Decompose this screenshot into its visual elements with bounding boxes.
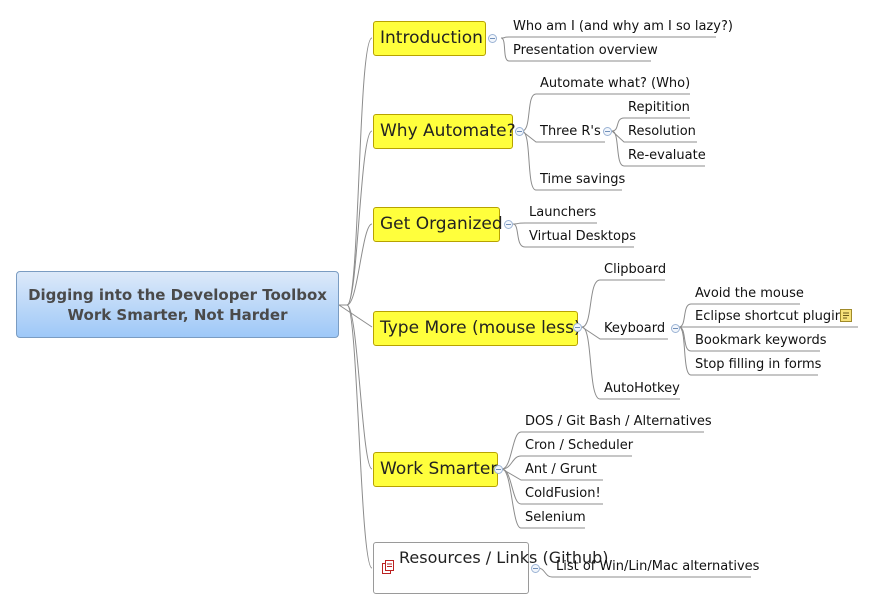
- subtopic-resolution[interactable]: Resolution: [628, 124, 696, 139]
- subtopic-alternatives-list[interactable]: List of Win/Lin/Mac alternatives: [556, 559, 760, 574]
- central-topic-title: Digging into the Developer Toolbox: [28, 285, 327, 304]
- subtopic-avoid-the-mouse[interactable]: Avoid the mouse: [695, 286, 804, 301]
- subtopic-automate-what[interactable]: Automate what? (Who): [540, 76, 691, 91]
- subtopic-repitition[interactable]: Repitition: [628, 100, 690, 115]
- subtopic-virtual-desktops[interactable]: Virtual Desktops: [529, 229, 636, 244]
- collapse-toggle-icon[interactable]: [671, 324, 680, 333]
- subtopic-launchers[interactable]: Launchers: [529, 205, 597, 220]
- subtopic-who-am-i[interactable]: Who am I (and why am I so lazy?): [513, 19, 733, 34]
- subtopic-re-evaluate[interactable]: Re-evaluate: [628, 148, 706, 163]
- topic-get-organized[interactable]: Get Organized: [373, 207, 503, 242]
- collapse-toggle-icon[interactable]: [488, 34, 497, 43]
- subtopic-autohotkey[interactable]: AutoHotkey: [604, 381, 680, 396]
- topic-why-automate[interactable]: Why Automate?: [373, 114, 516, 149]
- topic-resources-label: Resources / Links (Github): [399, 548, 609, 567]
- subtopic-eclipse-shortcut-plugin[interactable]: Eclipse shortcut plugin: [695, 309, 843, 324]
- topic-type-more[interactable]: Type More (mouse less): [373, 311, 581, 346]
- collapse-toggle-icon[interactable]: [504, 220, 513, 229]
- note-icon[interactable]: [840, 309, 852, 322]
- collapse-toggle-icon[interactable]: [531, 564, 540, 573]
- subtopic-three-rs[interactable]: Three R's: [540, 124, 601, 139]
- collapse-toggle-icon[interactable]: [515, 127, 524, 136]
- attachment-icon: [382, 560, 394, 574]
- collapse-toggle-icon[interactable]: [573, 323, 582, 332]
- topic-resources-links[interactable]: Resources / Links (Github): [373, 542, 609, 594]
- subtopic-ant-grunt[interactable]: Ant / Grunt: [525, 462, 597, 477]
- collapse-toggle-icon[interactable]: [603, 127, 612, 136]
- subtopic-stop-filling-in-forms[interactable]: Stop filling in forms: [695, 357, 822, 372]
- collapse-toggle-icon[interactable]: [494, 465, 503, 474]
- subtopic-presentation-overview[interactable]: Presentation overview: [513, 43, 658, 58]
- topic-work-smarter[interactable]: Work Smarter: [373, 452, 498, 487]
- subtopic-clipboard[interactable]: Clipboard: [604, 262, 667, 277]
- central-topic-subtitle: Work Smarter, Not Harder: [67, 305, 288, 324]
- central-topic[interactable]: Digging into the Developer Toolbox Work …: [16, 271, 339, 338]
- subtopic-selenium[interactable]: Selenium: [525, 510, 586, 525]
- subtopic-time-savings[interactable]: Time savings: [540, 172, 626, 187]
- subtopic-bookmark-keywords[interactable]: Bookmark keywords: [695, 333, 827, 348]
- subtopic-dos-git-bash[interactable]: DOS / Git Bash / Alternatives: [525, 414, 712, 429]
- subtopic-coldfusion[interactable]: ColdFusion!: [525, 486, 601, 501]
- subtopic-cron-scheduler[interactable]: Cron / Scheduler: [525, 438, 634, 453]
- topic-introduction[interactable]: Introduction: [373, 21, 486, 56]
- subtopic-keyboard[interactable]: Keyboard: [604, 321, 666, 336]
